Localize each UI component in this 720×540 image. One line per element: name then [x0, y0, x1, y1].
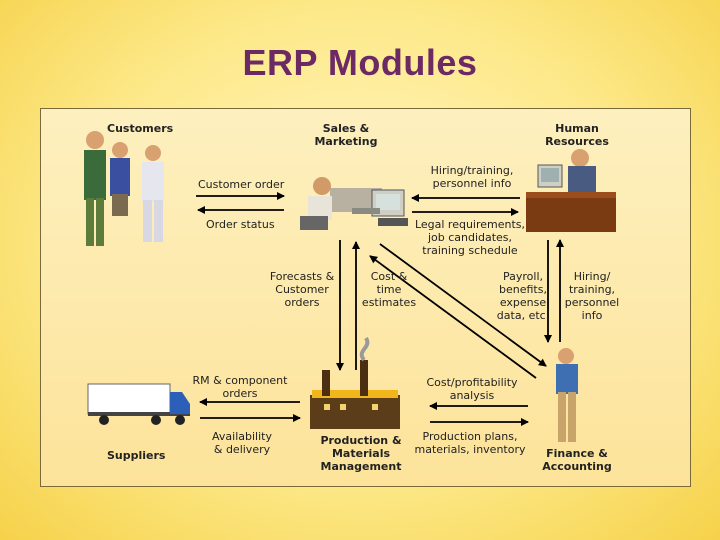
flow-rm-line1: RM & component [192, 374, 288, 387]
node-finance-line2: Accounting [542, 460, 612, 473]
flow-legal-line1: Legal requirements, [414, 218, 526, 231]
flow-prodplans-line1: Production plans, [422, 430, 518, 443]
flow-payroll: Payroll, benefits, expense data, etc. [490, 270, 556, 322]
flow-cost-profitability: Cost/profitability analysis [420, 376, 524, 402]
node-sales-line1: Sales & [322, 122, 370, 135]
flow-hiring-hr-fin: Hiring/ training, personnel info [564, 270, 620, 322]
node-finance-line1: Finance & [546, 447, 608, 460]
node-hr-line2: Resources [545, 135, 609, 148]
flow-hiring2-line1: Hiring/ [573, 270, 611, 283]
flow-legal-requirements: Legal requirements, job candidates, trai… [414, 218, 526, 257]
flow-costprofit-line1: Cost/profitability [426, 376, 518, 389]
flow-hiring2-line3: personnel [564, 296, 620, 309]
flow-production-plans: Production plans, materials, inventory [414, 430, 526, 456]
node-production-line3: Management [320, 460, 402, 473]
flow-cost-time-line3: estimates [361, 296, 417, 309]
node-human-resources: Human Resources [545, 122, 609, 148]
node-production-line1: Production & [320, 434, 402, 447]
node-production: Production & Materials Management [318, 434, 404, 473]
flow-rm-component-orders: RM & component orders [190, 374, 290, 400]
flow-hiring2-line4: info [581, 309, 603, 322]
flow-forecasts-line1: Forecasts & [269, 270, 335, 283]
flow-hiring-training-personnel: Hiring/training, personnel info [420, 164, 524, 190]
flow-payroll-line1: Payroll, [502, 270, 543, 283]
node-production-line2: Materials [331, 447, 391, 460]
flow-order-status: Order status [206, 218, 275, 231]
flow-forecasts-line2: Customer [275, 283, 329, 296]
node-sales-marketing: Sales & Marketing [310, 122, 382, 148]
flow-legal-line2: job candidates, [427, 231, 513, 244]
node-suppliers: Suppliers [107, 449, 166, 462]
flow-cost-time-line2: time [376, 283, 402, 296]
flow-hiring-line1: Hiring/training, [430, 164, 514, 177]
flow-legal-line3: training schedule [422, 244, 518, 257]
flow-cost-time-line1: Cost & [370, 270, 408, 283]
flow-costprofit-line2: analysis [449, 389, 495, 402]
flow-customer-order: Customer order [198, 178, 285, 191]
node-customers: Customers [107, 122, 174, 135]
flow-availability-line2: & delivery [213, 443, 271, 456]
flow-hiring2-line2: training, [568, 283, 616, 296]
flow-cost-time: Cost & time estimates [360, 270, 418, 309]
flow-rm-line2: orders [222, 387, 258, 400]
node-sales-line2: Marketing [314, 135, 378, 148]
flow-hiring-line2: personnel info [432, 177, 512, 190]
flow-availability-line1: Availability [212, 430, 272, 443]
flow-payroll-line3: expense [499, 296, 547, 309]
flow-prodplans-line2: materials, inventory [414, 443, 526, 456]
flow-availability-delivery: Availability & delivery [208, 430, 276, 456]
node-finance: Finance & Accounting [540, 447, 614, 473]
page-title: ERP Modules [242, 42, 478, 83]
flow-payroll-line2: benefits, [499, 283, 547, 296]
node-hr-line1: Human [555, 122, 599, 135]
flow-forecasts-line3: orders [284, 296, 320, 309]
flow-forecasts-orders: Forecasts & Customer orders [266, 270, 338, 309]
flow-payroll-line4: data, etc. [496, 309, 550, 322]
